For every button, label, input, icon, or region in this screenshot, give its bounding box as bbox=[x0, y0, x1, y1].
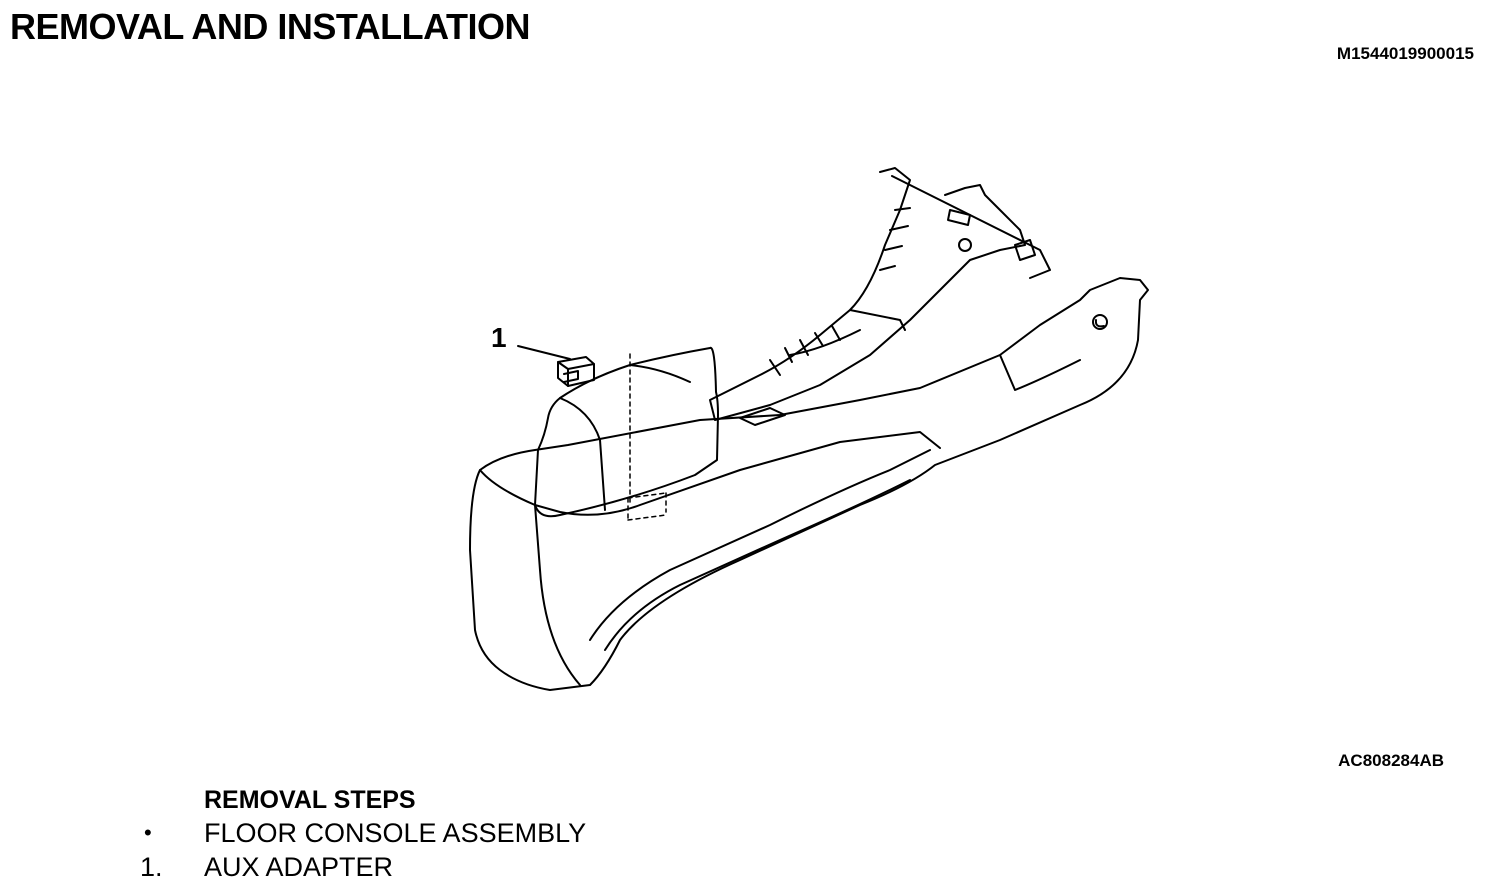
removal-steps-heading: REMOVAL STEPS bbox=[204, 786, 416, 814]
step-number-marker: 1. bbox=[140, 852, 163, 882]
callout-1: 1 bbox=[491, 322, 507, 353]
armrest-lid-icon bbox=[534, 346, 719, 518]
install-guide-dashed bbox=[627, 353, 667, 521]
shift-panel-icon bbox=[709, 167, 1051, 426]
step-label: AUX ADAPTER bbox=[204, 852, 394, 882]
console-body-icon bbox=[469, 277, 1149, 691]
document-id: M1544019900015 bbox=[1336, 44, 1474, 63]
callout-leader-line bbox=[517, 345, 571, 360]
removal-step-row: 1. AUX ADAPTER bbox=[140, 852, 393, 883]
step-bullet-marker: • bbox=[144, 820, 152, 845]
removal-step-row: • FLOOR CONSOLE ASSEMBLY bbox=[140, 818, 586, 849]
floor-console-illustration bbox=[469, 167, 1149, 691]
page-title: REMOVAL AND INSTALLATION bbox=[10, 6, 530, 47]
figure-id: AC808284AB bbox=[1338, 751, 1444, 770]
step-label: FLOOR CONSOLE ASSEMBLY bbox=[204, 818, 587, 848]
